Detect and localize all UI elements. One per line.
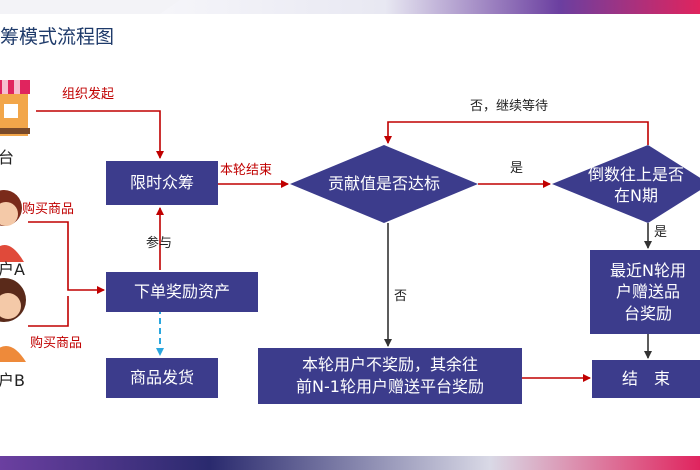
node-ship-goods: 商品发货 xyxy=(106,358,218,398)
recent-reward-line-1: 最近N轮用 xyxy=(610,260,686,280)
edge-label-buy-a: 购买商品 xyxy=(22,202,75,217)
contribution-check-diamond xyxy=(290,145,478,223)
edge-label-no-wait: 否，继续等待 xyxy=(470,99,549,114)
node-end: 结 束 xyxy=(592,360,700,398)
node-crowdfunding: 限时众筹 xyxy=(106,161,218,205)
edge-label-buy-b: 购买商品 xyxy=(30,336,83,351)
top-decoration-bar xyxy=(0,0,700,14)
edge-label-no: 否 xyxy=(394,289,408,304)
user-b-avatar-icon xyxy=(0,278,26,362)
no-reward-line-2: 前N-1轮用户赠送平台奖励 xyxy=(296,377,484,396)
edge-label-round-end: 本轮结束 xyxy=(220,163,273,178)
page-title: 筹模式流程图 xyxy=(0,26,115,48)
edge-label-participate: 参与 xyxy=(146,236,173,251)
contribution-check-label: 贡献值是否达标 xyxy=(327,173,440,193)
node-recent-reward: 最近N轮用 户赠送品 台奖励 xyxy=(590,250,700,334)
edge-buy-b xyxy=(28,296,69,327)
countdown-check-diamond xyxy=(552,145,700,223)
edge-organize xyxy=(36,110,164,159)
edge-label-yes-1: 是 xyxy=(510,161,524,176)
edge-label-organize: 组织发起 xyxy=(62,87,115,102)
recent-reward-line-3: 台奖励 xyxy=(623,303,672,323)
edge-no-wait xyxy=(384,121,649,145)
recent-reward-line-2: 户赠送品 xyxy=(615,282,680,302)
bottom-decoration-bar xyxy=(0,456,700,470)
user-b-label: 户B xyxy=(0,371,25,390)
edge-label-yes-2: 是 xyxy=(654,225,668,240)
user-a-avatar-icon xyxy=(0,190,24,262)
node-no-reward: 本轮用户不奖励，其余往 前N-1轮用户赠送平台奖励 xyxy=(258,348,522,404)
edge-buy-a xyxy=(28,221,105,294)
no-reward-line-1: 本轮用户不奖励，其余往 xyxy=(301,355,478,375)
user-a-label: 户A xyxy=(0,260,25,279)
countdown-line-1: 倒数往上是否 xyxy=(587,165,684,185)
node-order-reward: 下单奖励资产 xyxy=(106,272,258,312)
countdown-check-label: 倒数往上是否 在N期 xyxy=(572,164,700,208)
platform-label: 台 xyxy=(0,148,15,167)
countdown-line-2: 在N期 xyxy=(614,186,658,205)
shop-icon xyxy=(0,80,30,136)
